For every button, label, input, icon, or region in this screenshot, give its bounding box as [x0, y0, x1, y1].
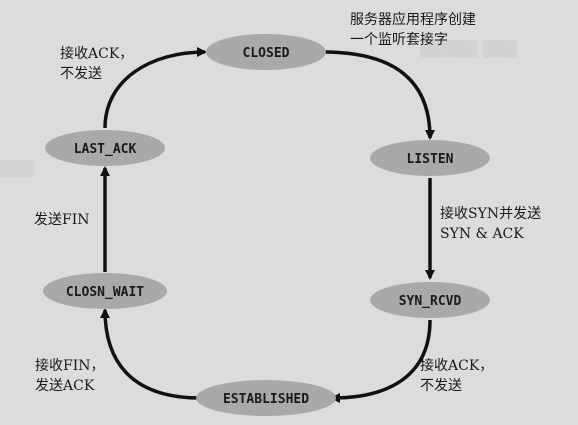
transition-label-syn-rcvd-to-established: 接收ACK， 不发送	[420, 358, 494, 394]
state-syn-rcvd-node	[370, 282, 490, 318]
state-listen-node	[370, 140, 490, 176]
state-established-node	[196, 380, 336, 416]
transition-label-closn-wait-to-last-ack: 发送FIN	[34, 212, 90, 228]
state-established-label: ESTABLISHED	[223, 392, 309, 407]
arrow-established-to-closn-wait	[100, 308, 201, 400]
state-syn-rcvd-label: SYN_RCVD	[399, 294, 462, 309]
state-last-ack-node	[45, 130, 165, 166]
background-bleed-text: ▒▒▒▒▒ ▒▒▒	[420, 40, 518, 58]
state-closed-node	[206, 34, 326, 70]
background-bleed-text: ▒▒▒	[0, 160, 35, 178]
arrow-last-ack-to-closed	[103, 47, 207, 129]
transition-label-listen-to-syn-rcvd: 接收SYN并发送 SYN & ACK	[440, 206, 542, 242]
state-last-ack-label: LAST_ACK	[74, 142, 137, 157]
transition-label-last-ack-to-closed: 接收ACK， 不发送	[60, 46, 134, 82]
state-listen-label: LISTEN	[407, 152, 454, 167]
state-closn-wait-node	[43, 273, 167, 309]
state-closed-label: CLOSED	[243, 46, 290, 61]
state-closn-wait-label: CLOSN_WAIT	[66, 285, 144, 300]
arrow-closed-to-listen	[322, 50, 435, 140]
transition-label-established-to-closn-wait: 接收FIN， 发送ACK	[35, 358, 105, 394]
transition-label-closed-to-listen: 服务器应用程序创建 一个监听套接字	[350, 12, 476, 48]
arrow-syn-rcvd-to-established	[330, 319, 432, 403]
